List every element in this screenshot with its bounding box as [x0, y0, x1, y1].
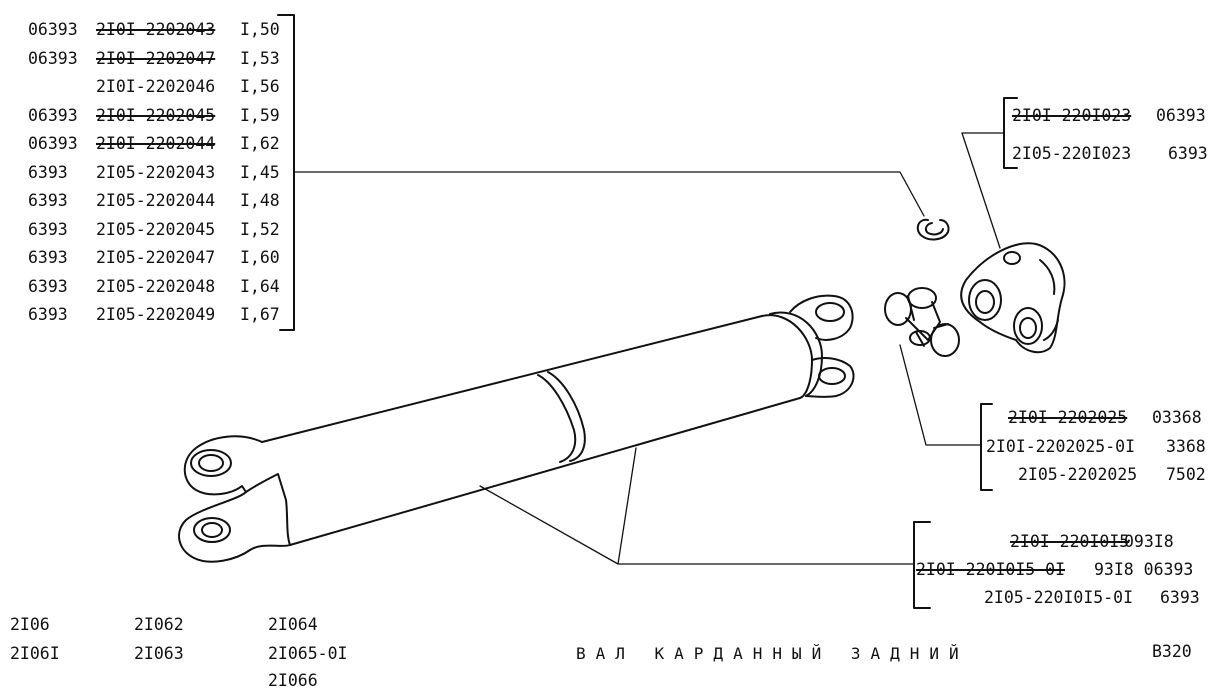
cross-code: 03368: [1152, 408, 1202, 427]
left-table-bracket: [277, 14, 295, 331]
row-part-number: 2I0I-2202045: [96, 105, 216, 125]
model-21065-01: 2I065-0I: [268, 644, 348, 663]
row-code: 6393: [28, 276, 68, 296]
sheet-title: ВАЛ КАРДАННЫЙ ЗАДНИЙ: [576, 644, 969, 663]
row-length: I,62: [240, 134, 280, 153]
shaft-part-number: 2I05-220I0I5-0I: [984, 588, 1134, 607]
row-length: I,45: [240, 162, 280, 182]
leader-circlip: [293, 171, 925, 217]
row-length: I,52: [240, 219, 280, 239]
row-code: 06393: [28, 48, 78, 68]
row-length: I,59: [240, 105, 280, 125]
row-length: I,67: [240, 305, 280, 324]
cross-bracket: [980, 403, 993, 491]
row-code: 06393: [28, 134, 78, 153]
right-yoke: [789, 294, 855, 398]
leader-flange: [961, 132, 1005, 249]
shaft-tube: [261, 311, 823, 546]
row-part-number: 2I0I-2202044: [96, 134, 216, 153]
row-part-number: 2I05-2202043: [96, 162, 216, 182]
shaft-bracket: [913, 521, 931, 609]
row-part-number: 2I05-2202048: [96, 276, 216, 296]
leader-cross: [899, 344, 982, 446]
cross-part-number: 2I0I-2202025: [1008, 408, 1128, 427]
shaft-code: 093I8: [1124, 532, 1174, 551]
cross-code: 3368: [1166, 436, 1206, 456]
row-part-number: 2I0I-2202047: [96, 48, 216, 68]
shaft-part-number: 2I0I-220I0I5-0I: [916, 560, 1066, 579]
row-code: 06393: [28, 105, 78, 125]
cross-part-number: 2I05-2202025: [1018, 465, 1138, 484]
flange-part-number: 2I05-220I023: [1012, 144, 1132, 163]
flange-part-number: 2I0I-220I023: [1012, 106, 1132, 125]
row-length: I,64: [240, 276, 280, 296]
model-21063: 2I063: [134, 644, 184, 663]
row-length: I,50: [240, 20, 280, 39]
model-21061: 2I06I: [10, 644, 60, 663]
model-21064: 2I064: [268, 615, 318, 634]
row-part-number: 2I0I-2202043: [96, 20, 216, 39]
universal-joint-cross: [884, 287, 960, 357]
row-part-number: 2I05-2202045: [96, 219, 216, 239]
row-code: 6393: [28, 162, 68, 182]
row-part-number: 2I05-2202044: [96, 191, 216, 210]
shaft-part-number: 2I0I-220I0I5: [1010, 532, 1130, 551]
row-length: I,48: [240, 191, 280, 210]
row-code: 6393: [28, 219, 68, 239]
row-part-number: 2I05-2202049: [96, 305, 216, 324]
flange-code: 06393: [1156, 106, 1206, 125]
circlip: [916, 218, 950, 241]
leader-shaft: [479, 447, 915, 565]
row-code: 06393: [28, 20, 78, 39]
cross-part-number: 2I0I-2202025-0I: [986, 436, 1136, 456]
row-length: I,60: [240, 248, 280, 267]
model-21066: 2I066: [268, 671, 318, 690]
flange-code: 6393: [1168, 144, 1208, 163]
row-part-number: 2I05-2202047: [96, 248, 216, 267]
shaft-code: 6393: [1160, 588, 1200, 607]
row-part-number: 2I0I-2202046: [96, 77, 216, 96]
model-21062: 2I062: [134, 615, 184, 634]
sheet-code: B320: [1152, 642, 1192, 661]
shaft-code: 93I8 06393: [1094, 560, 1194, 579]
model-2106: 2I06: [10, 615, 50, 634]
row-length: I,56: [240, 77, 280, 96]
left-yoke: [178, 435, 291, 563]
row-code: 6393: [28, 248, 68, 267]
row-length: I,53: [240, 48, 280, 68]
flange-yoke: [960, 242, 1066, 354]
row-code: 6393: [28, 305, 68, 324]
cross-code: 7502: [1166, 465, 1206, 484]
row-code: 6393: [28, 191, 68, 210]
